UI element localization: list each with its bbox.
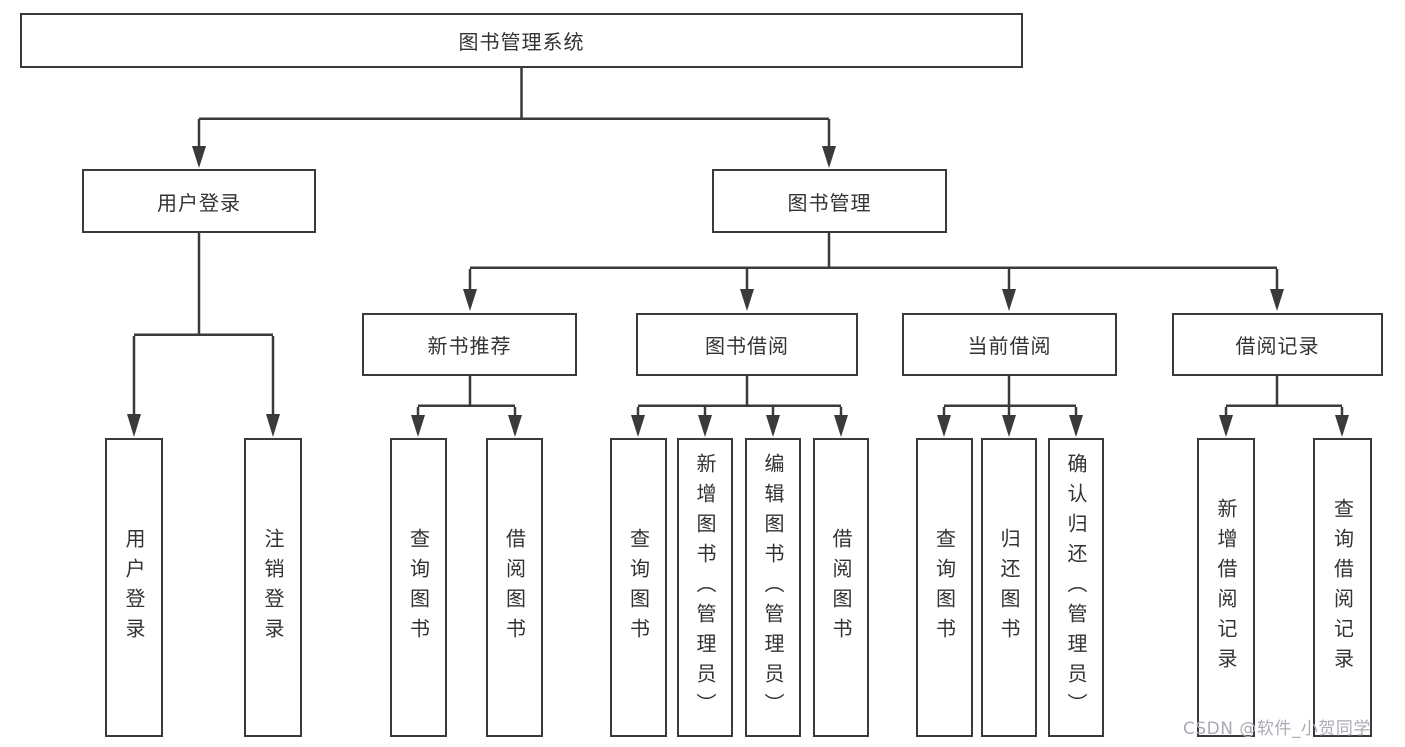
node-label: 当前借阅 bbox=[967, 334, 1052, 358]
leaf-logout: 注销登录 bbox=[244, 438, 302, 737]
leaf-label: 编辑图书（管理员） bbox=[761, 452, 785, 723]
node-library-management-system: 图书管理系统 bbox=[20, 13, 1023, 68]
node-label: 新书推荐 bbox=[427, 334, 512, 358]
node-borrowing-records: 借阅记录 bbox=[1172, 313, 1383, 376]
node-label: 图书管理系统 bbox=[458, 30, 585, 54]
node-label: 借阅记录 bbox=[1235, 334, 1320, 358]
leaf-label: 查询借阅记录 bbox=[1330, 497, 1355, 678]
leaf-label: 查询图书 bbox=[932, 527, 957, 648]
node-book-borrowing: 图书借阅 bbox=[636, 313, 858, 376]
leaf-add-borrow-record: 新增借阅记录 bbox=[1197, 438, 1255, 737]
leaf-query-books: 查询图书 bbox=[916, 438, 973, 737]
leaf-user-login: 用户登录 bbox=[105, 438, 163, 737]
leaf-label: 用户登录 bbox=[122, 527, 146, 648]
leaf-label: 新增图书（管理员） bbox=[693, 452, 717, 723]
leaf-query-borrow-record: 查询借阅记录 bbox=[1313, 438, 1372, 737]
leaf-label: 确认归还（管理员） bbox=[1064, 452, 1088, 723]
leaf-borrow-books: 借阅图书 bbox=[813, 438, 869, 737]
leaf-label: 查询图书 bbox=[626, 527, 651, 648]
leaf-label: 借阅图书 bbox=[829, 527, 853, 648]
csdn-watermark: CSDN @软件_小贺同学 bbox=[1183, 719, 1371, 739]
leaf-label: 查询图书 bbox=[406, 527, 431, 648]
leaf-confirm-return-admin: 确认归还（管理员） bbox=[1048, 438, 1104, 737]
node-book-management: 图书管理 bbox=[712, 169, 947, 233]
node-user-login: 用户登录 bbox=[82, 169, 316, 233]
node-label: 用户登录 bbox=[157, 190, 241, 215]
leaf-borrow-books: 借阅图书 bbox=[486, 438, 543, 737]
node-label: 图书管理 bbox=[787, 190, 872, 215]
leaf-label: 借阅图书 bbox=[502, 527, 527, 648]
leaf-query-books: 查询图书 bbox=[390, 438, 447, 737]
leaf-label: 注销登录 bbox=[261, 527, 285, 648]
leaf-edit-books-admin: 编辑图书（管理员） bbox=[745, 438, 801, 737]
leaf-label: 新增借阅记录 bbox=[1214, 497, 1238, 678]
leaf-query-books: 查询图书 bbox=[610, 438, 667, 737]
node-current-borrowing: 当前借阅 bbox=[902, 313, 1117, 376]
leaf-label: 归还图书 bbox=[997, 527, 1021, 648]
leaf-return-books: 归还图书 bbox=[981, 438, 1037, 737]
node-new-book-recommendation: 新书推荐 bbox=[362, 313, 577, 376]
leaf-add-books-admin: 新增图书（管理员） bbox=[677, 438, 733, 737]
node-label: 图书借阅 bbox=[705, 334, 789, 358]
